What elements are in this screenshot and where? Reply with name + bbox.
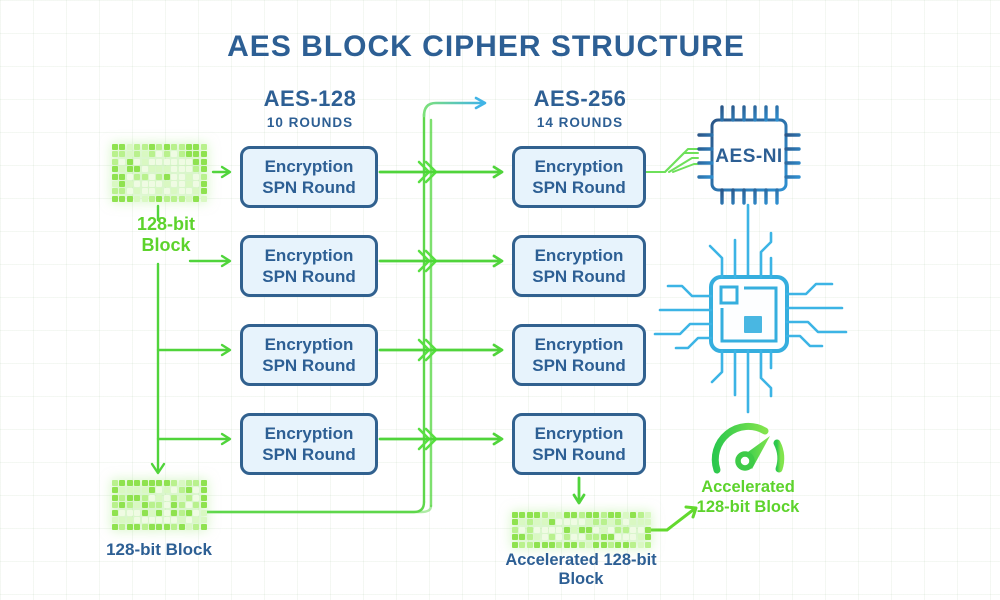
aes256-header: AES-256 14 ROUNDS (510, 86, 650, 130)
accelerated-pixel-block-icon (512, 512, 652, 548)
merge-trunk (204, 112, 438, 514)
input-pixel-block-icon (112, 144, 207, 202)
page-title: AES BLOCK CIPHER STRUCTURE (227, 30, 745, 63)
left-input-arrows (156, 165, 232, 446)
cpu-chip-icon (653, 231, 848, 414)
aes256-name: AES-256 (533, 86, 627, 111)
aes-ni-chip-icon: AES-NI (697, 105, 801, 205)
accelerated-result-label: Accelerated 128-bit Block (696, 478, 800, 516)
aes128-header: AES-128 10 ROUNDS (240, 86, 380, 130)
cross-arrows (378, 165, 504, 446)
aes256-rounds: 14 ROUNDS (536, 115, 624, 130)
input-feed-line (150, 204, 166, 475)
aes128-to-aes256-arrow (422, 96, 487, 118)
speedometer-icon (711, 422, 785, 474)
input-block-label: 128-bit Block (136, 214, 196, 255)
block-to-label-arrow (646, 505, 698, 532)
output-pixel-block-icon (112, 480, 207, 531)
round-to-block-arrow (572, 476, 586, 505)
accelerated-output-block-label: Accelerated 128-bit Block (505, 551, 657, 588)
left-output-block-label: 128-bit Block (106, 540, 212, 559)
aes128-rounds: 10 ROUNDS (266, 115, 354, 130)
aes128-name: AES-128 (263, 86, 357, 111)
chip-label: AES-NI (715, 146, 782, 167)
round-to-chip-lines (639, 148, 699, 173)
